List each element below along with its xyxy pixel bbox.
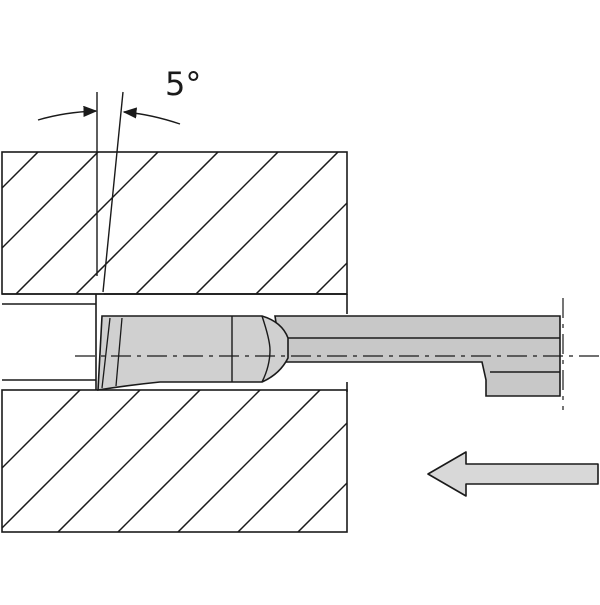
angle-dimension-arc: [37, 105, 181, 125]
bore-walls: [2, 293, 348, 390]
workpiece-lower-block: [1, 382, 348, 533]
hatch-upper: [2, 152, 347, 294]
hatch-lower: [2, 390, 347, 532]
tool-cutting-head: [97, 315, 289, 391]
feed-direction-arrow-icon: [427, 451, 599, 497]
angle-label: 5°: [165, 65, 202, 103]
workpiece-upper-block: [1, 151, 348, 295]
angle-reference-lines: [96, 91, 124, 293]
